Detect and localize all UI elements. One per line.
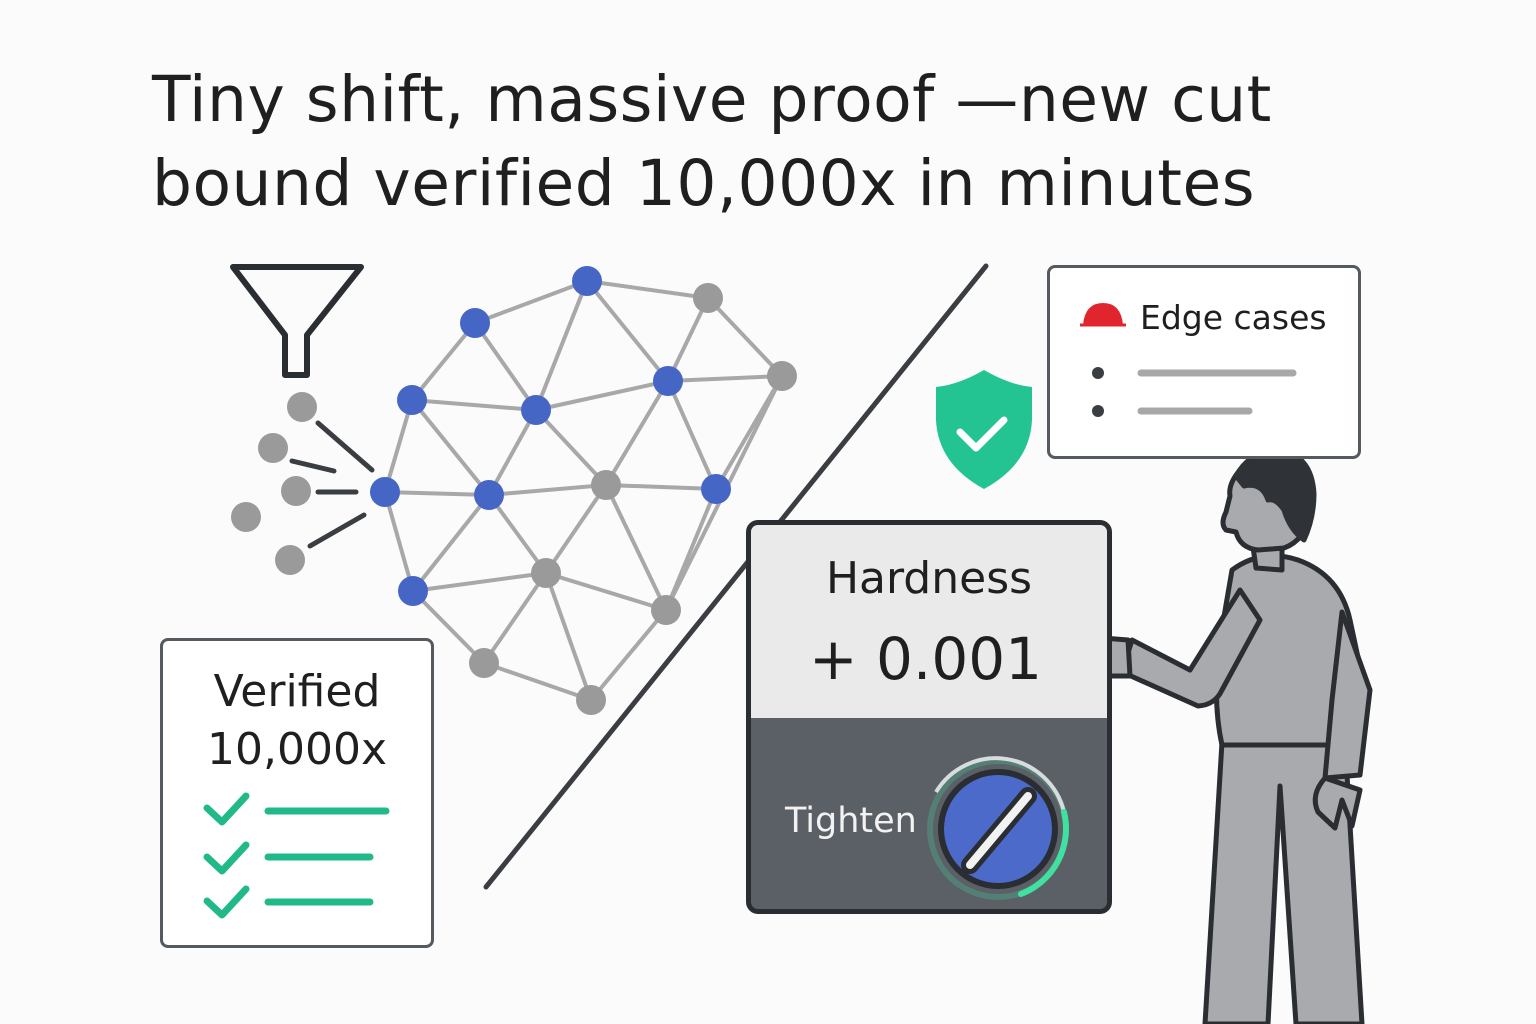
headline-line-1: Tiny shift, massive proof —new cut [152,63,1272,136]
network-edge [488,483,607,497]
network-edge [545,571,667,612]
network-edge [384,490,490,497]
network-edge [604,484,668,611]
network-edge [483,661,592,702]
network-edge [605,483,717,491]
network-node-active [521,395,551,425]
network-node [693,283,723,313]
network-edge [482,571,548,665]
verified-card: Verified 10,000x [160,638,434,948]
network-edge [589,608,668,702]
network-node [767,361,797,391]
network-node [469,648,499,678]
edge-cases-card: Edge cases [1047,265,1361,459]
network-node-active [701,474,731,504]
network-edge [667,374,783,383]
network-edge [534,280,589,411]
hardness-display: Hardness + 0.001 [751,525,1107,718]
network-edge [411,398,537,412]
network-edge [666,297,710,382]
headline-line-2: bound verified 10,000x in minutes [152,147,1256,220]
network-node-active [572,266,602,296]
network-edge [411,493,491,593]
network-edge [410,321,477,402]
network-edge [604,379,670,487]
verified-card-title: Verified 10,000x [163,663,431,779]
network-node-active [460,308,490,338]
alert-dot-icon [1083,303,1123,325]
network-edge [544,483,608,575]
verified-checklist [203,792,390,919]
network-edge [487,493,548,575]
network-edge [706,296,784,378]
network-node [591,470,621,500]
edge-cases-title: Edge cases [1140,298,1327,337]
tighten-knob[interactable] [746,520,1112,914]
network-edge [666,380,718,490]
network-edge [412,571,547,593]
network-node-active [653,366,683,396]
diagonal-divider [483,263,989,890]
network-edge [664,488,718,611]
network-edge [534,408,608,487]
checklist-lines [264,807,390,906]
network-edge [411,589,486,665]
network-edge [473,321,538,412]
checkmark-icon [203,792,250,919]
edge-cases-list [1080,303,1297,417]
hardness-control-panel: Hardness + 0.001 Tighten [746,520,1112,914]
network-edge [474,279,588,325]
network-node-active [474,480,504,510]
knob-icon [961,787,1037,874]
network-edge [383,399,414,493]
network-node-active [398,576,428,606]
network-node [651,595,681,625]
tighten-label: Tighten [785,801,917,841]
person-figure [1059,447,1373,1024]
network-edge [410,398,491,497]
network-edge [544,572,593,701]
shield-check-icon [936,370,1032,489]
network-edge [585,279,670,383]
network-edge [383,491,415,592]
verified-count: 10,000x [207,724,387,775]
network-edge [535,379,669,412]
network-node-active [397,385,427,415]
network-edge [586,279,709,300]
headline: Tiny shift, massive proof —new cut bound… [152,58,1352,226]
network-edge [487,409,538,496]
network-node [531,558,561,588]
constraint-network [370,266,797,715]
verified-label: Verified [213,666,381,717]
network-node-active [370,477,400,507]
hardness-label: Hardness [825,553,1033,604]
funnel-icon [230,264,364,378]
network-node [576,685,606,715]
input-particles [231,392,375,575]
hardness-value: + 0.001 [809,625,1043,693]
